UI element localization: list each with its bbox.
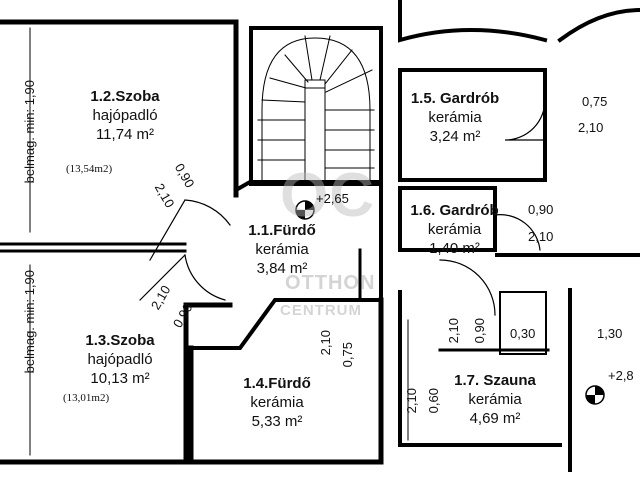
szauna-door-width: 0,60 [426, 388, 441, 414]
door-16-width: 0,90 [528, 202, 554, 217]
room-12-note: (13,54m2) [66, 163, 113, 175]
level-marker-1 [295, 200, 315, 220]
door-15-height: 2,10 [578, 120, 604, 135]
door-swing-16 [494, 214, 541, 251]
room-area: 11,74 m² [95, 125, 155, 143]
dim-lines [29, 27, 409, 456]
room-area: 10,13 m² [90, 369, 150, 387]
room-name: 1.5. Gardrób [410, 90, 500, 107]
wall-gardrob-15 [398, 68, 547, 182]
door-swing-17 [439, 259, 496, 316]
door-15-width: 0,75 [582, 94, 608, 109]
room-floor: kerámia [250, 393, 304, 411]
wall-room-13 [0, 302, 233, 465]
room-area: 3,24 m² [429, 127, 481, 145]
room-17-label: 1.7. Szauna kerámia 4,69 m² [440, 372, 550, 428]
room-14-label: 1.4.Fürdő kerámia 5,33 m² [222, 375, 332, 431]
room-floor: kerámia [468, 390, 522, 408]
room-floor: kerámia [428, 108, 482, 126]
wall-gardrob-16 [398, 186, 497, 252]
wall-bath-11 [233, 180, 383, 302]
room-12-label: 1.2.Szoba hajópadló 11,74 m² [55, 88, 195, 144]
szauna-door-height: 2,10 [404, 388, 419, 414]
room-name: 1.1.Fürdő [248, 222, 316, 239]
room-name: 1.3.Szoba [85, 332, 155, 349]
wall-top-right [398, 0, 640, 43]
room-13-note: (13,01m2) [63, 392, 110, 404]
room-floor: kerámia [427, 220, 482, 238]
room-floor: kerámia [255, 240, 309, 258]
door-16-height: 2,10 [528, 229, 554, 244]
door-swing-15 [504, 99, 546, 141]
room-13-label: 1.3.Szoba hajópadló 10,13 m² [50, 332, 190, 388]
room-area: 4,69 m² [469, 409, 521, 427]
ceiling-height-12: belmag. min: 1,90 [22, 80, 37, 184]
room-name: 1.6. Gardrób [410, 202, 499, 219]
room-16-label: 1.6. Gardrób kerámia 1,40 m² [402, 202, 507, 258]
wall-room-12 [0, 19, 239, 198]
wall-partition [0, 242, 187, 253]
wall-bath-14 [189, 298, 383, 350]
room-name: 1.2.Szoba [90, 88, 160, 105]
watermark-otthon: OTTHON [285, 272, 376, 294]
door-swing-12 [149, 199, 231, 261]
door-14-height: 2,10 [318, 330, 333, 356]
sauna-bench [499, 291, 547, 355]
corridor-width: 1,30 [597, 326, 623, 341]
stair-treads [257, 35, 375, 183]
room-area: 5,33 m² [251, 412, 303, 430]
room-name: 1.4.Fürdő [243, 375, 311, 392]
watermark-logo: OC [280, 161, 375, 230]
room-area: 1,40 m² [429, 239, 480, 257]
room-floor: hajópadló [92, 106, 158, 124]
ceiling-height-13: belmag. min: 1,90 [22, 270, 37, 374]
door-swing-13 [139, 254, 226, 301]
wall-bath-14-outer [188, 297, 384, 465]
door-14-width: 0,75 [340, 342, 355, 368]
room-11-label: 1.1.Fürdő kerámia 3,84 m² [232, 222, 332, 278]
level-label-1: +2,65 [316, 191, 349, 206]
watermark-centrum: CENTRUM [280, 302, 362, 319]
wall-szauna-17 [398, 290, 562, 447]
door-17-height: 2,10 [446, 318, 461, 344]
wall-corridor [495, 253, 640, 472]
bench-depth: 0,30 [510, 326, 536, 341]
room-area: 3,84 m² [256, 259, 308, 277]
level-label-2: +2,8 [608, 368, 634, 383]
room-15-label: 1.5. Gardrób kerámia 3,24 m² [400, 90, 510, 146]
door-17-width: 0,90 [472, 318, 487, 344]
room-floor: hajópadló [87, 350, 153, 368]
level-marker-2 [585, 385, 605, 405]
room-name: 1.7. Szauna [454, 372, 536, 389]
